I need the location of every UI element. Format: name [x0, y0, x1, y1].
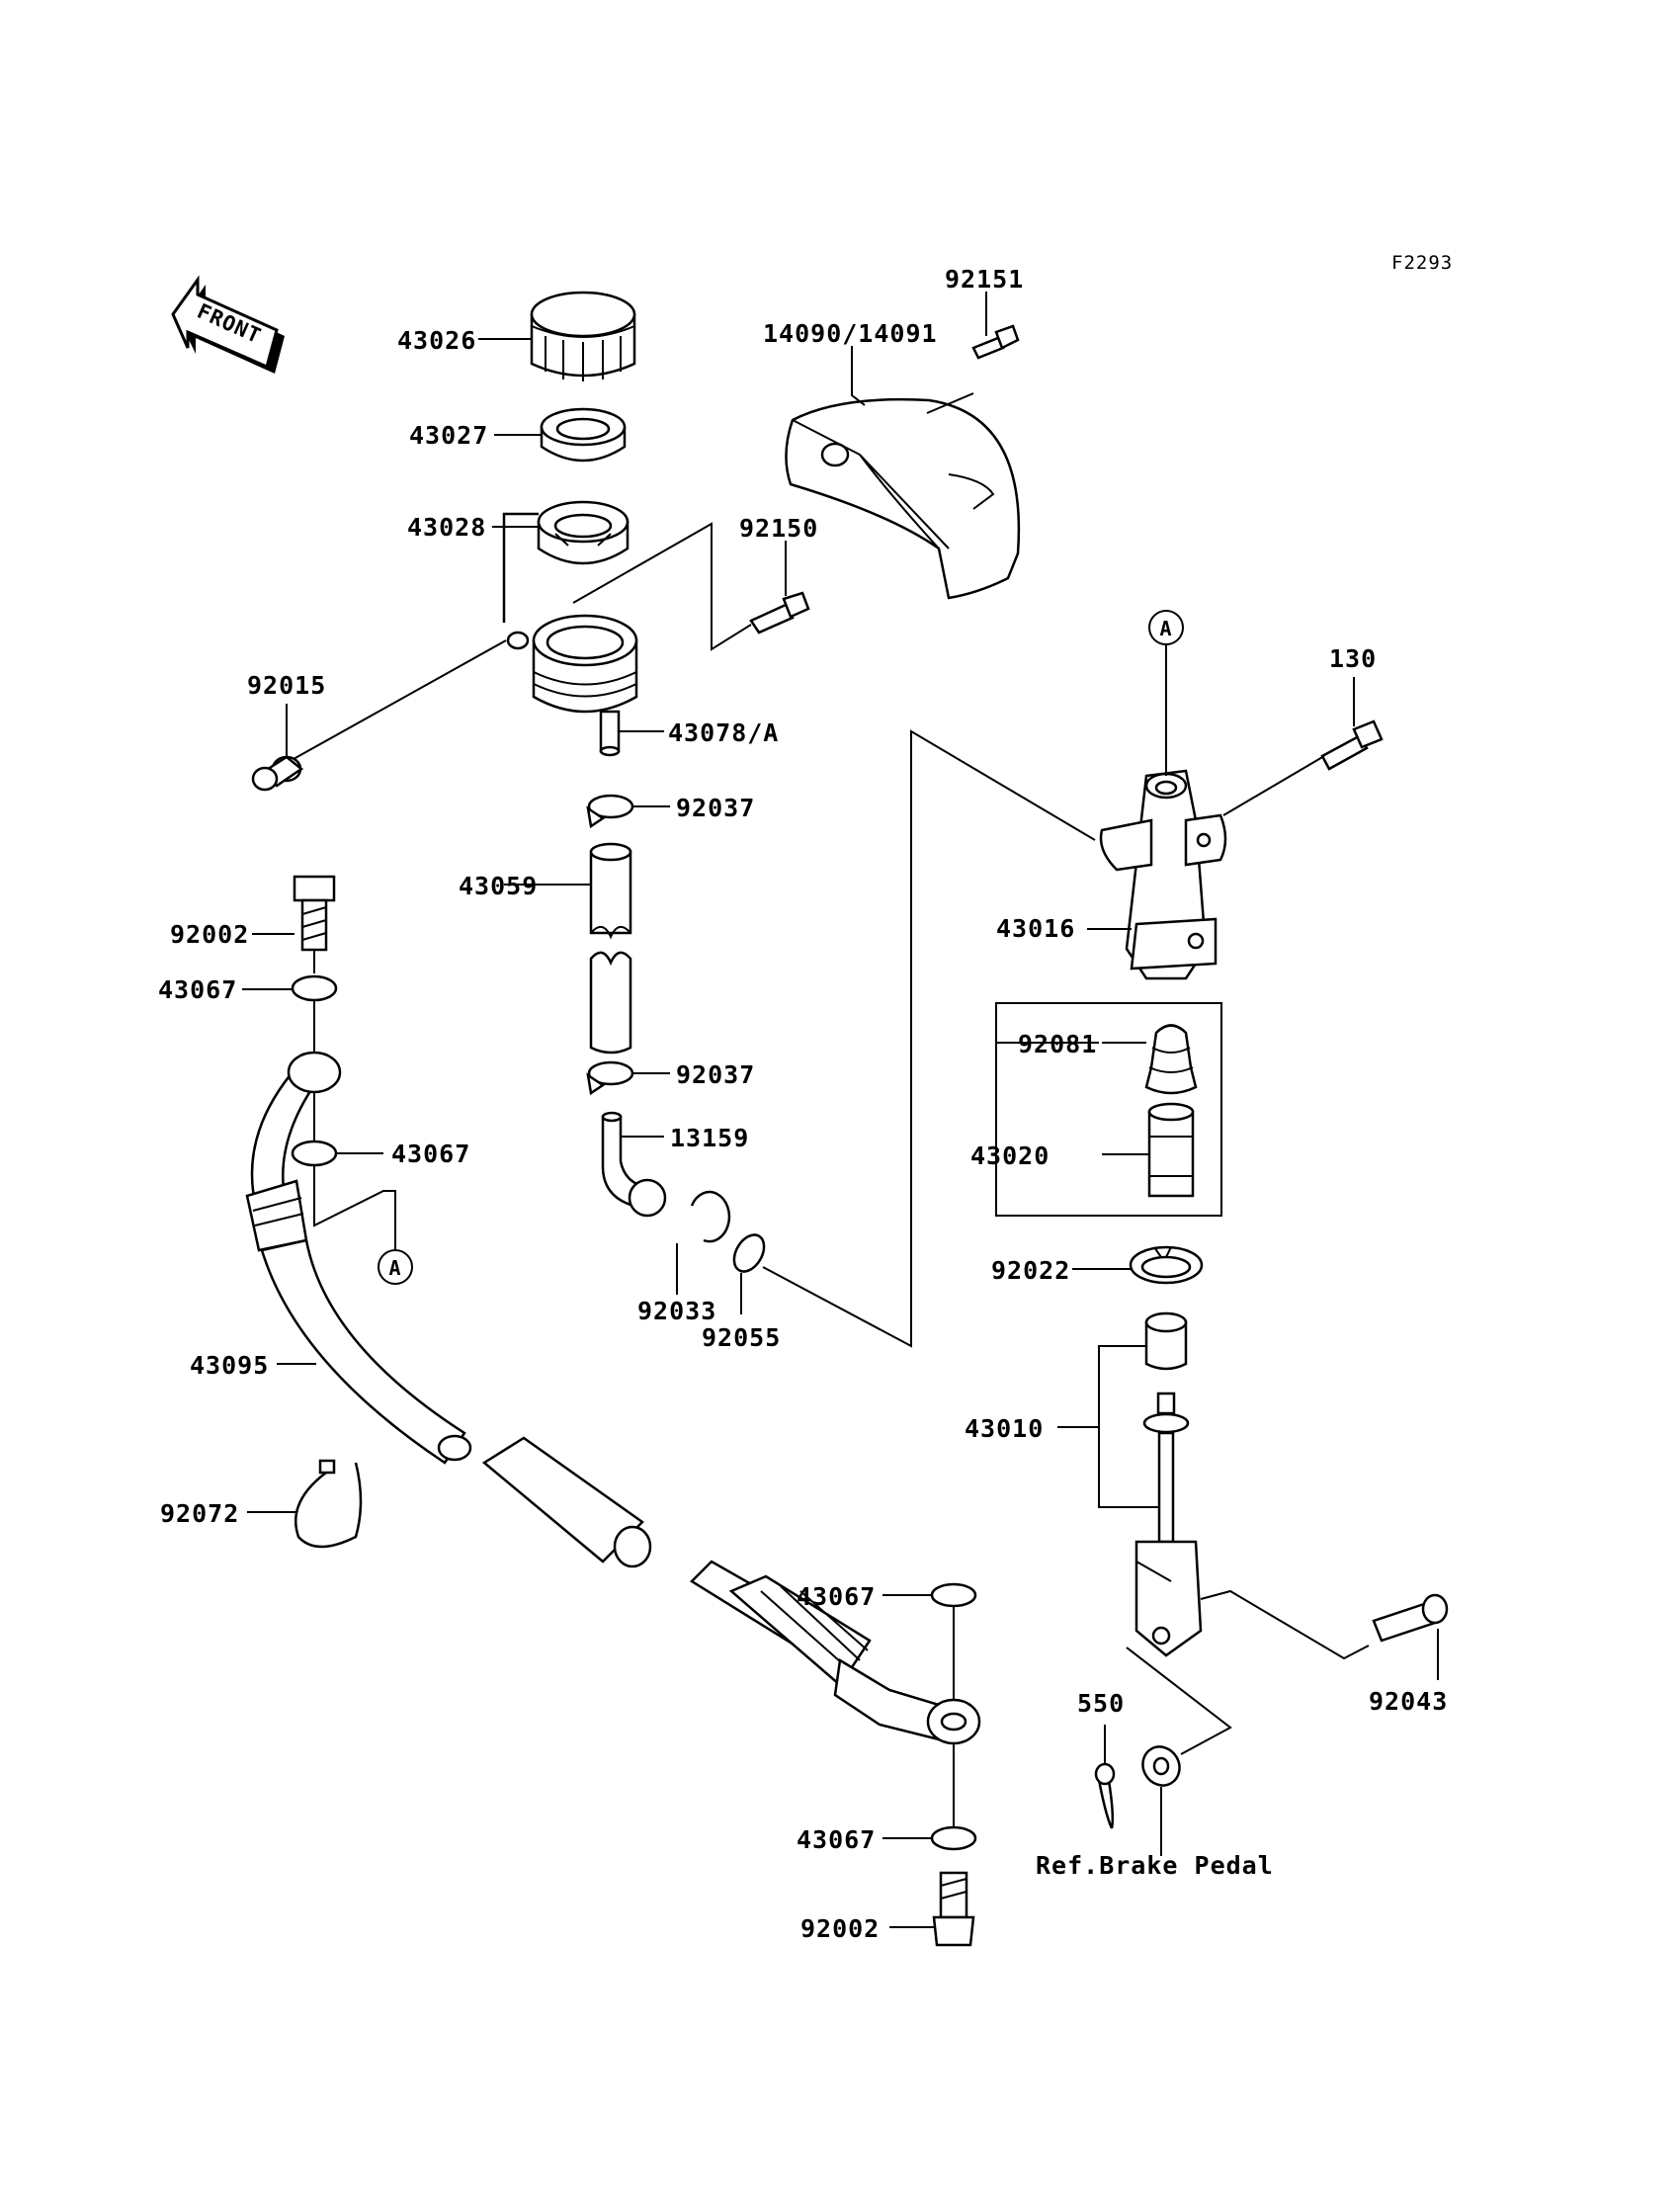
- ref-brake-pedal-label: Ref.Brake Pedal: [1036, 1851, 1274, 1880]
- label-92002-upper: 92002: [170, 920, 249, 949]
- label-92037-upper: 92037: [676, 794, 755, 822]
- bolt-92151: [971, 324, 1020, 360]
- piston-assembly-box: [995, 1002, 1222, 1217]
- washer-43067-a: [291, 974, 338, 1002]
- washer-43067-d: [930, 1825, 977, 1851]
- cover-14090: [785, 397, 1021, 600]
- banjo-bolt-92002-upper: [293, 875, 336, 952]
- boot-92081: [1144, 1024, 1198, 1095]
- svg-text:A: A: [1159, 617, 1172, 640]
- label-43028: 43028: [407, 513, 486, 542]
- svg-text:A: A: [388, 1256, 401, 1280]
- label-43020: 43020: [970, 1141, 1050, 1170]
- clip-92037-lower: [586, 1060, 634, 1096]
- label-92081: 92081: [1018, 1030, 1097, 1058]
- reservoir-cap-43026: [530, 291, 636, 381]
- clip-92037-upper: [586, 794, 634, 829]
- label-43010: 43010: [965, 1414, 1044, 1443]
- part-labels: 43026 43027 43028 92015 92151 14090/1409…: [158, 265, 1448, 1943]
- label-13159: 13159: [670, 1124, 749, 1152]
- label-92033: 92033: [637, 1297, 716, 1325]
- o-ring-92055: [732, 1233, 766, 1273]
- label-43067-c: 43067: [797, 1582, 876, 1611]
- diagram-code: F2293: [1391, 252, 1453, 274]
- label-43067-d: 43067: [797, 1825, 876, 1854]
- piston-43020: [1147, 1102, 1195, 1198]
- bolt-130: [1320, 719, 1384, 771]
- hose-43059: [589, 842, 632, 1055]
- banjo-bolt-92002-lower: [932, 1871, 975, 1947]
- label-43095: 43095: [190, 1351, 269, 1380]
- circlip-92033: [690, 1190, 731, 1243]
- label-43016: 43016: [996, 914, 1075, 943]
- label-43078a: 43078/A: [668, 718, 779, 747]
- hose-clamp-92072: [294, 1459, 363, 1549]
- label-92037-lower: 92037: [676, 1060, 755, 1089]
- label-92072: 92072: [160, 1499, 239, 1528]
- leader-lines: [242, 292, 1439, 1928]
- label-92150: 92150: [739, 514, 818, 543]
- push-rod-43010: [1134, 1311, 1203, 1657]
- label-92151: 92151: [945, 265, 1024, 294]
- label-43067-a: 43067: [158, 975, 237, 1004]
- label-92002-lower: 92002: [800, 1914, 880, 1943]
- pin-92043: [1372, 1593, 1449, 1643]
- bolt-92150: [749, 591, 810, 634]
- label-43067-b: 43067: [391, 1140, 470, 1168]
- cotter-pin-550: [1094, 1762, 1116, 1829]
- reservoir-tank-43078: [502, 512, 638, 757]
- label-92022: 92022: [991, 1256, 1070, 1285]
- label-92015: 92015: [247, 671, 326, 700]
- label-130: 130: [1329, 644, 1377, 673]
- circlip-92022: [1129, 1245, 1204, 1285]
- brake-hose-43095: [245, 1051, 981, 1745]
- fitting-13159: [601, 1111, 667, 1218]
- washer-43067-c: [930, 1582, 977, 1608]
- diaphragm-43028: [537, 500, 630, 565]
- diaphragm-plate-43027: [540, 407, 627, 463]
- label-550: 550: [1077, 1689, 1125, 1718]
- bolt-92015: [251, 755, 304, 792]
- washer-43067-b: [291, 1140, 338, 1167]
- washer-ref-brake-pedal: [1141, 1745, 1181, 1787]
- label-92043: 92043: [1369, 1687, 1448, 1716]
- marker-a-bottom: A: [378, 1249, 413, 1285]
- front-arrow-icon: FRONT: [171, 275, 285, 374]
- label-43027: 43027: [409, 421, 488, 450]
- label-14090-14091: 14090/14091: [763, 319, 938, 348]
- master-cylinder-43016: [1099, 769, 1227, 980]
- marker-a-top: A: [1148, 610, 1184, 645]
- label-43059: 43059: [459, 872, 538, 900]
- label-43026: 43026: [397, 326, 476, 355]
- label-92055: 92055: [702, 1323, 781, 1352]
